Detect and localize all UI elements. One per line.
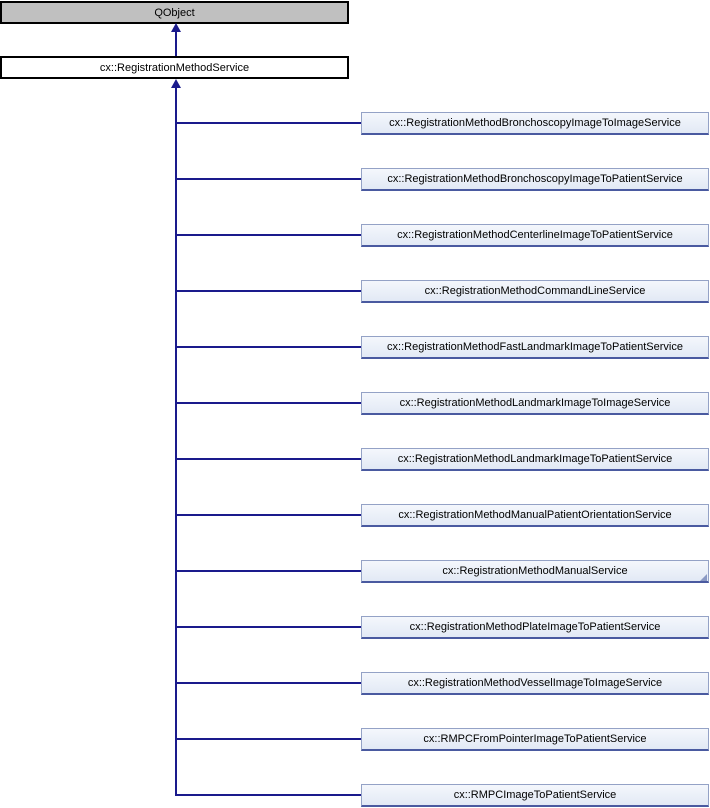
subclass-row: cx::RegistrationMethodBronchoscopyImageT… — [176, 112, 709, 135]
truncated-corner-indicator — [700, 574, 707, 581]
subclass-row: cx::RegistrationMethodManualService — [176, 560, 709, 583]
class-label: cx::RegistrationMethodCommandLineService — [424, 285, 646, 297]
subclass-row: cx::RegistrationMethodLandmarkImageToPat… — [176, 448, 709, 471]
subclass-node[interactable]: cx::RegistrationMethodBronchoscopyImageT… — [361, 112, 709, 135]
class-label: cx::RegistrationMethodLandmarkImageToPat… — [397, 453, 673, 465]
inheritance-arrowhead — [171, 23, 181, 32]
subclass-row: cx::RegistrationMethodVesselImageToImage… — [176, 672, 709, 695]
subclass-node[interactable]: cx::RegistrationMethodManualPatientOrien… — [361, 504, 709, 527]
class-label: cx::RegistrationMethodPlateImageToPatien… — [409, 621, 661, 633]
class-label: cx::RMPCImageToPatientService — [453, 789, 617, 801]
inheritance-edge — [176, 402, 361, 404]
subclass-row: cx::RegistrationMethodCenterlineImageToP… — [176, 224, 709, 247]
subclass-node[interactable]: cx::RegistrationMethodBronchoscopyImageT… — [361, 168, 709, 191]
inheritance-edge — [176, 682, 361, 684]
class-label: QObject — [154, 6, 195, 19]
inheritance-arrowhead — [171, 79, 181, 88]
class-label: cx::RegistrationMethodManualPatientOrien… — [398, 509, 672, 521]
class-label: cx::RegistrationMethodManualService — [442, 565, 628, 577]
class-node-qobject: QObject — [0, 1, 349, 24]
class-label: cx::RegistrationMethodLandmarkImageToIma… — [399, 397, 671, 409]
class-label: cx::RegistrationMethodBronchoscopyImageT… — [387, 173, 683, 185]
subclass-node[interactable]: cx::RMPCImageToPatientService — [361, 784, 709, 807]
class-label: cx::RegistrationMethodBronchoscopyImageT… — [389, 117, 681, 129]
class-label: cx::RegistrationMethodFastLandmarkImageT… — [387, 341, 683, 353]
inheritance-edge — [176, 122, 361, 124]
inheritance-edge — [176, 570, 361, 572]
subclass-node[interactable]: cx::RMPCFromPointerImageToPatientService — [361, 728, 709, 751]
inheritance-edge — [176, 290, 361, 292]
inheritance-edge — [176, 794, 361, 796]
inheritance-trunk-edge — [175, 86, 177, 796]
subclass-node[interactable]: cx::RegistrationMethodFastLandmarkImageT… — [361, 336, 709, 359]
subclass-row: cx::RegistrationMethodCommandLineService — [176, 280, 709, 303]
class-label: cx::RegistrationMethodService — [99, 61, 250, 74]
subclass-row: cx::RMPCFromPointerImageToPatientService — [176, 728, 709, 751]
inheritance-edge — [176, 626, 361, 628]
subclass-node[interactable]: cx::RegistrationMethodVesselImageToImage… — [361, 672, 709, 695]
subclass-row: cx::RegistrationMethodPlateImageToPatien… — [176, 616, 709, 639]
inheritance-edge — [176, 346, 361, 348]
inheritance-edge — [176, 234, 361, 236]
class-node-registration-method-service[interactable]: cx::RegistrationMethodService — [0, 56, 349, 79]
subclass-row: cx::RegistrationMethodManualPatientOrien… — [176, 504, 709, 527]
subclass-node[interactable]: cx::RegistrationMethodCenterlineImageToP… — [361, 224, 709, 247]
class-label: cx::RMPCFromPointerImageToPatientService — [423, 733, 647, 745]
inheritance-edge — [176, 514, 361, 516]
class-label: cx::RegistrationMethodCenterlineImageToP… — [397, 229, 673, 241]
subclass-node[interactable]: cx::RegistrationMethodCommandLineService — [361, 280, 709, 303]
inheritance-edge — [176, 738, 361, 740]
subclass-node[interactable]: cx::RegistrationMethodLandmarkImageToIma… — [361, 392, 709, 415]
inheritance-edge — [175, 30, 177, 56]
subclass-node[interactable]: cx::RegistrationMethodLandmarkImageToPat… — [361, 448, 709, 471]
subclass-row: cx::RegistrationMethodLandmarkImageToIma… — [176, 392, 709, 415]
subclass-row: cx::RMPCImageToPatientService — [176, 784, 709, 807]
inheritance-edge — [176, 458, 361, 460]
subclass-row: cx::RegistrationMethodBronchoscopyImageT… — [176, 168, 709, 191]
subclass-node[interactable]: cx::RegistrationMethodManualService — [361, 560, 709, 583]
subclass-node[interactable]: cx::RegistrationMethodPlateImageToPatien… — [361, 616, 709, 639]
class-label: cx::RegistrationMethodVesselImageToImage… — [407, 677, 663, 689]
inheritance-edge — [176, 178, 361, 180]
subclass-row: cx::RegistrationMethodFastLandmarkImageT… — [176, 336, 709, 359]
